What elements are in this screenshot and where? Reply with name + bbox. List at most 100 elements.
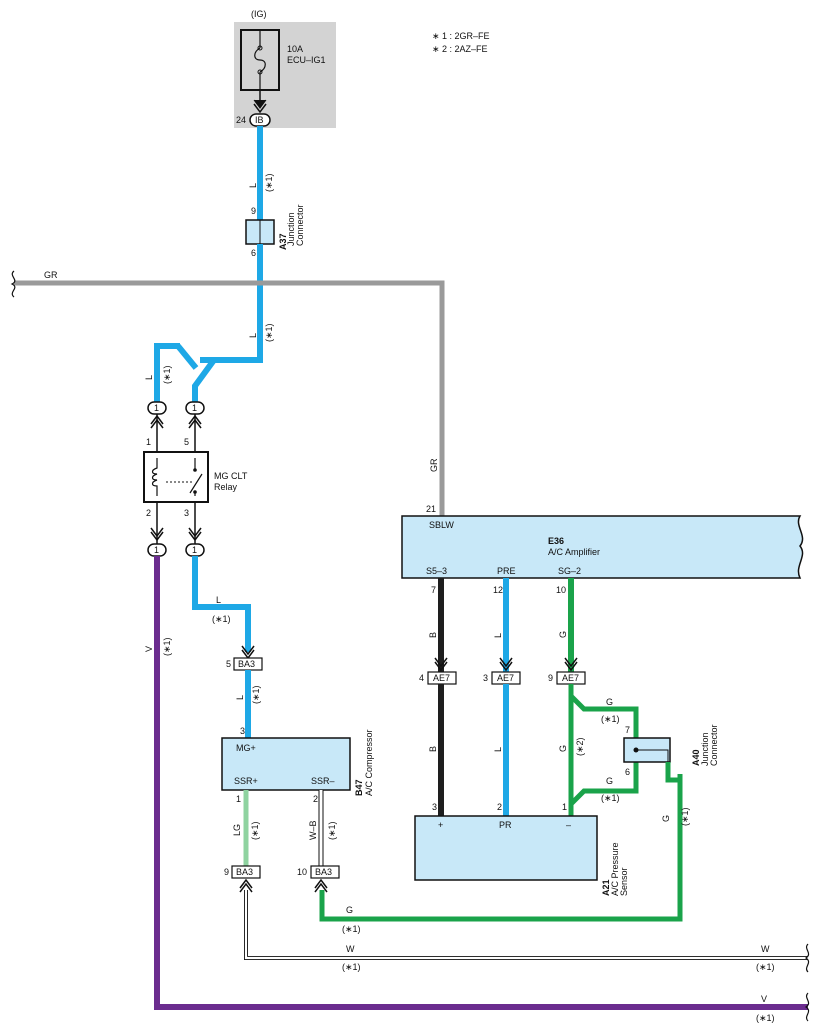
ba3-label: BA3 (315, 867, 332, 877)
ba3-pin-top: 5 (226, 659, 231, 669)
wire-spec: (∗1) (756, 1013, 775, 1023)
compressor-ssrminus: SSR– (311, 776, 335, 786)
amp-sg2: SG–2 (558, 566, 581, 576)
wire-w-core (244, 890, 808, 960)
wire-label-wb: W–B (308, 820, 318, 840)
wire-label-l: L (216, 595, 221, 605)
junction-a40-pin-a: 7 (625, 725, 630, 735)
wire-break-icon (804, 992, 810, 1022)
amplifier-box (401, 515, 804, 579)
wire-spec: (∗1) (264, 323, 274, 342)
amp-s53: S5–3 (426, 566, 447, 576)
relay-conn-label: 1 (154, 403, 159, 413)
wire-spec: (∗1) (680, 807, 690, 826)
fuse-element-icon (254, 47, 266, 73)
wire-g (569, 694, 639, 740)
junction-a40-node (633, 747, 639, 753)
junction-a37-code: A37 (278, 233, 288, 250)
relay-pin-5: 5 (184, 437, 189, 447)
junction-a40-code: A40 (691, 749, 701, 766)
fuse-pin: 24 (236, 115, 246, 125)
relay-name-2: Relay (214, 482, 238, 492)
wire-label-gr: GR (44, 270, 58, 280)
wire-label-l: L (493, 747, 503, 752)
wire-label-v: V (761, 994, 767, 1004)
junction-a37-line2: Connector (295, 204, 305, 246)
wire-label-g: G (606, 776, 613, 786)
fuse-ig-label: (IG) (251, 9, 267, 19)
wire-label-l: L (493, 633, 503, 638)
amp-pin-pre: 12 (493, 585, 503, 595)
relay-conn-label: 1 (192, 545, 197, 555)
arrow-up-icon (150, 414, 164, 429)
arrow-down-icon (434, 657, 448, 672)
wire-spec: (∗1) (212, 614, 231, 624)
compressor-mgplus: MG+ (236, 743, 256, 753)
wire-label-g: G (606, 697, 613, 707)
relay-conn-label: 1 (192, 403, 197, 413)
amp-sblw: SBLW (429, 520, 454, 530)
relay-name-1: MG CLT (214, 471, 248, 481)
arrow-down-icon (253, 103, 267, 114)
sensor-line1: A/C Pressure (610, 842, 620, 896)
wire-label-v: V (144, 646, 154, 652)
wire-l (175, 344, 199, 370)
ae7-label: AE7 (562, 673, 579, 683)
relay-conn-label: 1 (154, 545, 159, 555)
wire-spec: (∗2) (575, 737, 585, 756)
wire-spec: (∗1) (342, 962, 361, 972)
relay-pin-1: 1 (146, 437, 151, 447)
sensor-minus: – (566, 820, 571, 830)
ba3-label: BA3 (236, 867, 253, 877)
wire-label-b: B (428, 632, 438, 638)
amp-pin-sg2: 10 (556, 585, 566, 595)
wire-l (192, 556, 251, 652)
junction-a37-pin-top: 9 (251, 206, 256, 216)
ae7-pin-g: 9 (548, 673, 553, 683)
sensor-box (414, 815, 598, 881)
wire-g (319, 774, 683, 922)
arrow-down-icon (150, 527, 164, 542)
junction-a40-link (636, 749, 669, 762)
wire-w (244, 890, 808, 960)
wire-v (154, 556, 808, 1010)
compressor-pin-ssrm: 2 (313, 794, 318, 804)
wire-spec: (∗1) (601, 714, 620, 724)
connector-ba3-lg (231, 865, 261, 879)
wire-spec: (∗1) (162, 637, 172, 656)
relay-coil-icon (151, 458, 158, 496)
relay-switch-icon (189, 458, 203, 496)
relay-pin-3: 3 (184, 508, 189, 518)
wire-label-b: B (428, 746, 438, 752)
wire-g (569, 760, 639, 806)
relay-contact (193, 468, 197, 472)
wire-spec: (∗1) (756, 962, 775, 972)
wire-break-icon (10, 270, 16, 298)
note-1: ∗ 1 : 2GR–FE (432, 31, 490, 41)
fuse-terminal (257, 69, 263, 75)
sensor-pin-pr: 2 (497, 802, 502, 812)
compressor-pin-ssrp: 1 (236, 794, 241, 804)
wire-label-g: G (346, 905, 353, 915)
wire-label-g: G (661, 815, 671, 822)
wire-spec: (∗1) (342, 924, 361, 934)
connector-ba3-wb (310, 865, 340, 879)
arrow-up-icon (188, 414, 202, 429)
amp-pin-sblw: 21 (426, 504, 436, 514)
fuse-background (234, 22, 336, 128)
arrow-up-icon (314, 878, 328, 893)
amp-pin-s53: 7 (431, 585, 436, 595)
wire-label-lg: LG (232, 824, 242, 836)
relay-contact (193, 490, 197, 494)
amp-name: A/C Amplifier (548, 547, 600, 557)
relay-pin-2: 2 (146, 508, 151, 518)
note-2: ∗ 2 : 2AZ–FE (432, 44, 488, 54)
fuse-rating: 10A (287, 44, 303, 54)
wire-label-g: G (558, 631, 568, 638)
ae7-pin-b: 4 (419, 673, 424, 683)
sensor-pin-minus: 1 (562, 802, 567, 812)
wire-gr (14, 280, 445, 516)
ae7-label: AE7 (433, 673, 450, 683)
